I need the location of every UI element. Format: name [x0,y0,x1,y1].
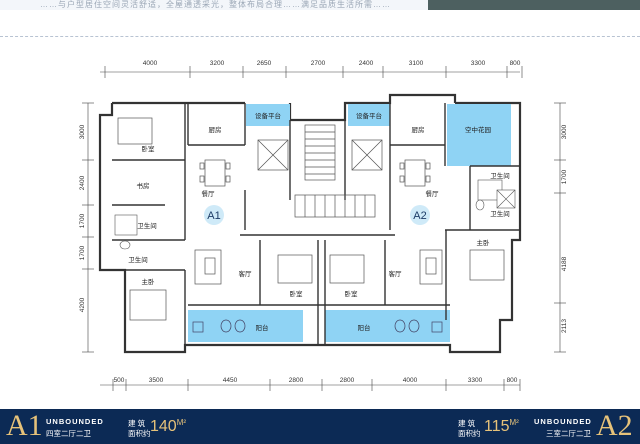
dim-bottom-6: 3300 [468,377,483,384]
label-bathroom-left-2: 卫生间 [128,255,148,264]
dim-top-7: 800 [510,60,521,67]
balcony-left [188,310,303,342]
a2-unit: M² [509,418,519,427]
dimension-labels: 4000 3200 2650 2700 2400 3100 3300 800 5… [79,60,568,384]
label-balcony-left: 阳台 [256,323,269,332]
a1-title: UNBOUNDED [46,417,104,426]
dim-left-2: 1700 [79,213,86,228]
label-dining-right: 餐厅 [426,189,440,198]
unit-a2-label: A2 [413,210,426,222]
a2-label-2: 面积约 [458,429,481,438]
label-bedroom-center-right: 卧室 [345,289,359,298]
dim-bottom-0: 500 [114,377,125,384]
dim-bottom-4: 2800 [340,377,355,384]
bed-master-right [469,249,505,281]
unit-a1-label: A1 [207,210,220,222]
label-kitchen-right: 厨房 [412,125,425,134]
sky-garden [447,104,511,166]
label-master-left: 主卧 [142,277,156,286]
dim-top-5: 3100 [409,60,424,67]
label-bathroom-left-1: 卫生间 [137,221,157,230]
a2-desc: 三室二厅二卫 [546,429,591,438]
dim-left-3: 1700 [79,245,86,260]
label-living-right: 客厅 [389,269,403,278]
furniture-beds [117,117,505,321]
dim-right-3: 2113 [561,319,568,333]
balcony-details [192,319,443,333]
label-sky-garden: 空中花园 [465,125,491,134]
label-bathroom-right-2: 卫生间 [490,209,510,218]
dim-bottom-2: 4450 [223,377,238,384]
dim-top-2: 2650 [257,60,272,67]
banner-photo [428,0,640,10]
a1-area: 140 [150,418,177,435]
label-master-right: 主卧 [477,238,491,247]
equipment-platform-left [246,104,290,126]
a1-area-wrap: 140M² [150,418,186,436]
bed-center-left [277,254,313,284]
equipment-platform-right [348,104,390,126]
dim-bottom-3: 2800 [289,377,304,384]
room-labels: 卧室 厨房 设备平台 设备平台 厨房 空中花园 餐厅 餐厅 书房 卫生间 卫生间… [128,111,510,332]
label-bedroom-top-left: 卧室 [142,144,156,153]
dim-top-3: 2700 [311,60,326,67]
dim-left-0: 3000 [79,124,86,139]
dim-right-2: 4188 [561,256,568,271]
furniture-bathroom [114,179,516,250]
outer-walls [98,93,522,354]
balcony-right [325,310,450,342]
core [257,124,383,218]
a2-code: A2 [596,409,633,442]
label-kitchen-left: 厨房 [209,125,222,134]
dim-right-0: 3000 [561,124,568,139]
banner-text: ……与户型居住空间灵活舒适，全屋通透采光，整体布局合理……满足品质生活所需…… [40,0,391,9]
dim-top-6: 3300 [471,60,486,67]
label-study: 书房 [137,181,150,190]
top-banner-strip: ……与户型居住空间灵活舒适，全屋通透采光，整体布局合理……满足品质生活所需…… [0,0,640,10]
a1-label-2: 面积约 [128,429,151,438]
interior-walls [112,103,520,352]
dimension-lines [82,66,566,391]
dim-bottom-5: 4000 [403,377,418,384]
a1-unit: M² [176,418,187,427]
floor-plan: 4000 3200 2650 2700 2400 3100 3300 800 5… [79,60,568,391]
footer-bar: A1 UNBOUNDED 四室二厅二卫 建 筑 面积约 140M² 建 筑 面积… [0,409,640,444]
dim-top-0: 4000 [143,60,158,67]
dim-left-4: 4200 [79,297,86,312]
dim-top-1: 3200 [210,60,225,67]
furniture-dining [199,159,431,187]
blue-areas [188,104,511,342]
label-balcony-right: 阳台 [358,323,371,332]
dim-top-4: 2400 [359,60,374,67]
unit-badges: A1 A2 [204,205,430,225]
a2-title: UNBOUNDED [534,417,592,426]
a1-label-1: 建 筑 [128,419,146,428]
a1-code: A1 [6,409,43,442]
divider-dashed-line [0,36,640,37]
bed-top-left [117,117,153,145]
bed-center-right [329,254,365,284]
a2-area-wrap: 115M² [484,418,519,436]
dim-bottom-1: 3500 [149,377,164,384]
label-bathroom-right-1: 卫生间 [490,171,510,180]
a2-area: 115 [484,418,510,435]
a2-label-1: 建 筑 [458,419,476,428]
dim-left-1: 2400 [79,175,86,190]
a1-desc: 四室二厅二卫 [46,429,91,438]
dim-bottom-7: 800 [507,377,518,384]
bed-master-left [129,289,167,321]
label-equipment-left: 设备平台 [255,111,281,120]
dim-right-1: 1700 [561,169,568,184]
label-dining-left: 餐厅 [202,189,216,198]
label-living-left: 客厅 [239,269,253,278]
furniture-sofas [194,249,443,285]
label-bedroom-center-left: 卧室 [290,289,304,298]
label-equipment-right: 设备平台 [356,111,382,120]
